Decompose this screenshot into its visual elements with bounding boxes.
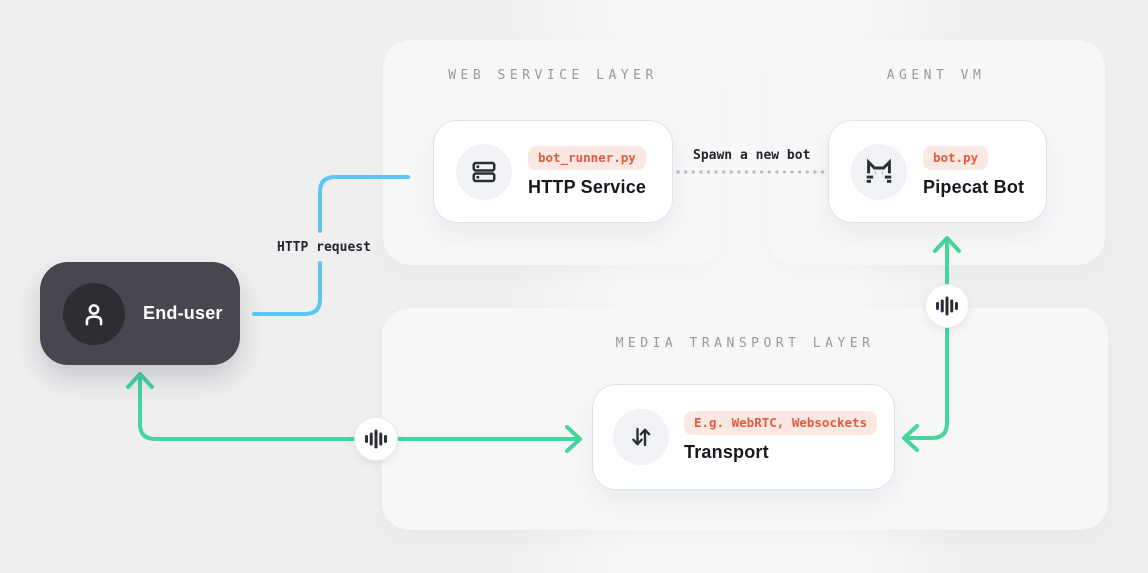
audio-waveform-icon: [925, 284, 969, 328]
http-service-card: bot_runner.py HTTP Service: [433, 120, 673, 223]
pipecat-bot-card: bot.py Pipecat Bot: [828, 120, 1047, 223]
code-tag-transport-examples: E.g. WebRTC, Websockets: [684, 411, 878, 435]
transport-title: Transport: [684, 442, 769, 462]
transfer-arrows-icon: [613, 409, 669, 465]
pipecat-bot-title: Pipecat Bot: [923, 176, 1025, 197]
server-icon: [456, 143, 512, 200]
panel-title-web-service: WEB SERVICE LAYER: [448, 68, 658, 83]
code-tag-bot-runner: bot_runner.py: [528, 145, 646, 170]
http-service-title: HTTP Service: [528, 176, 647, 197]
transport-card: E.g. WebRTC, Websockets Transport: [592, 384, 895, 490]
person-icon: [63, 282, 125, 345]
code-tag-bot-py: bot.py: [923, 145, 989, 170]
panel-title-agent-vm: AGENT VM: [886, 68, 986, 83]
end-user-node: End-user: [40, 262, 240, 365]
pipecat-cat-icon: [851, 143, 907, 200]
spawn-bot-label: Spawn a new bot: [693, 148, 811, 163]
audio-waveform-icon: [354, 417, 398, 461]
panel-title-media-transport: MEDIA TRANSPORT LAYER: [615, 336, 875, 351]
end-user-label: End-user: [143, 303, 223, 323]
http-request-label: HTTP request: [277, 240, 371, 255]
